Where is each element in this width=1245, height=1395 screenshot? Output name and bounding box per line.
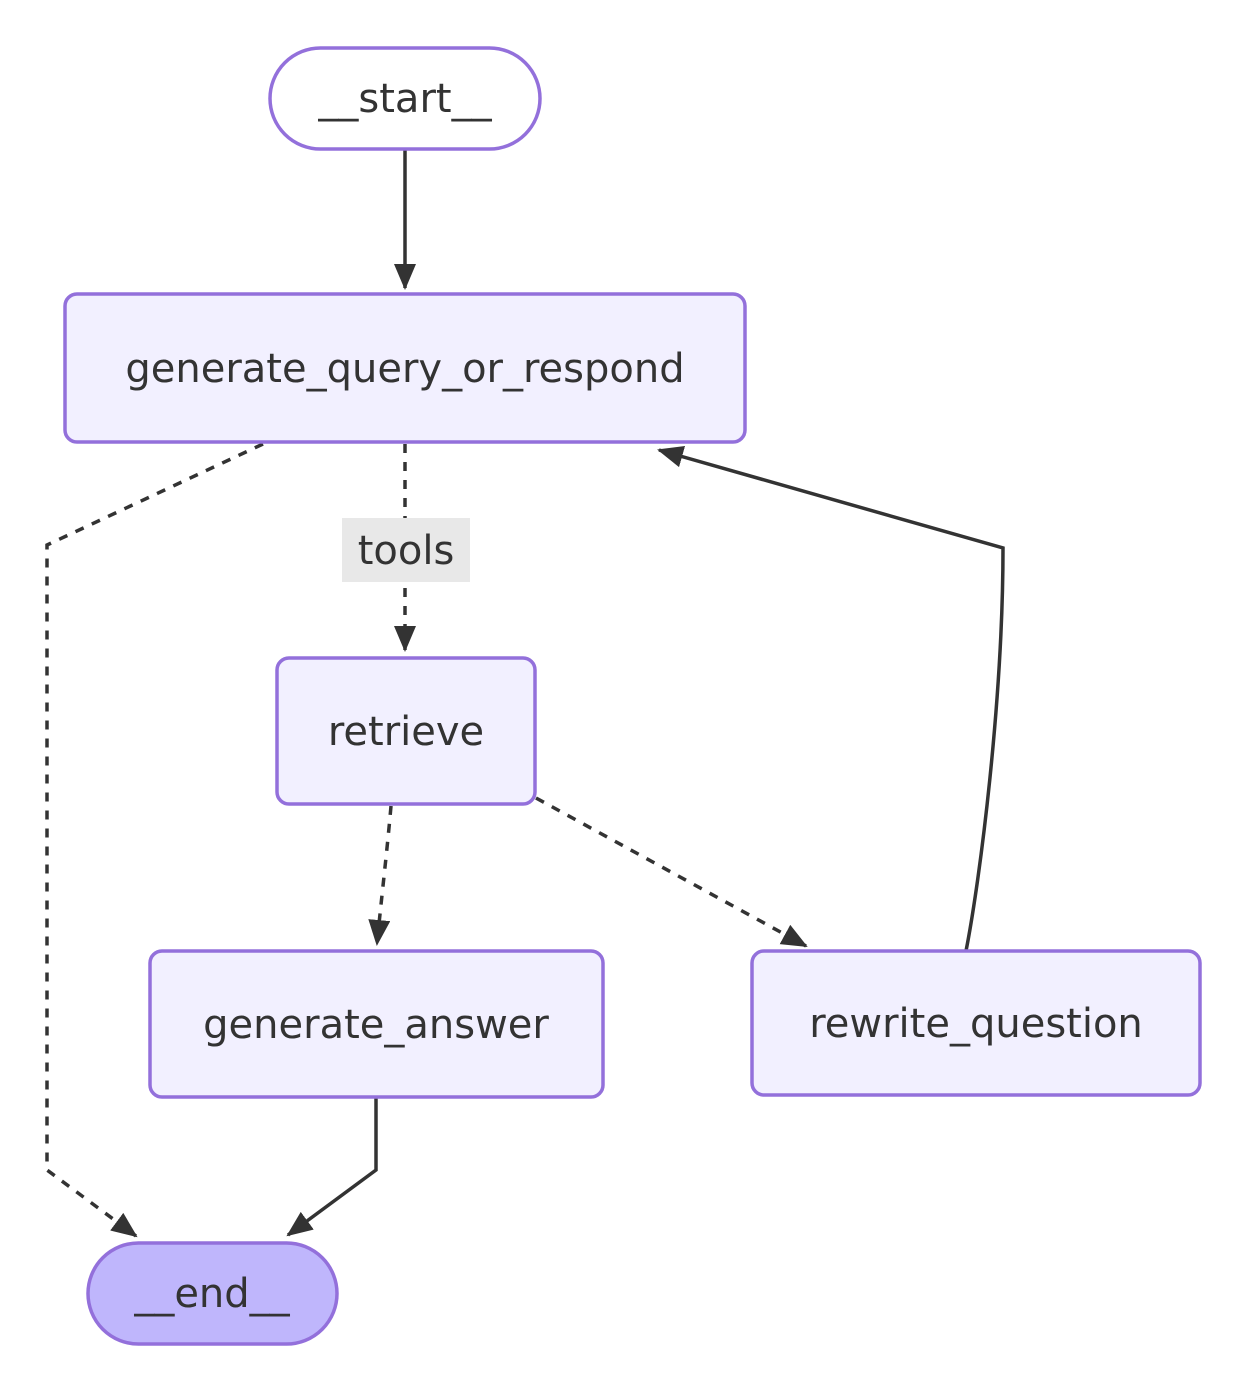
node-start: __start__ <box>268 46 542 151</box>
node-rewrite-question: rewrite_question <box>750 949 1202 1097</box>
node-generate-answer: generate_answer <box>148 949 605 1099</box>
edge-generate-answer-to-end <box>286 1098 378 1237</box>
node-rewrite-question-label: rewrite_question <box>809 1001 1143 1047</box>
edge-retrieve-to-rewrite-question <box>535 796 808 948</box>
edges: tools <box>45 150 1005 1238</box>
edge-retrieve-to-generate-answer <box>368 805 393 946</box>
node-start-label: __start__ <box>317 76 492 122</box>
node-start-shape <box>268 46 542 151</box>
node-generate-query-or-respond: generate_query_or_respond <box>63 292 747 444</box>
node-generate-query-or-respond-label: generate_query_or_respond <box>125 346 684 392</box>
edge-label-tools-text: tools <box>358 528 455 574</box>
node-end-shape <box>86 1241 339 1346</box>
node-rewrite-question-shape <box>750 949 1202 1097</box>
node-retrieve-label: retrieve <box>328 709 484 755</box>
node-end-label: __end__ <box>133 1271 290 1317</box>
node-generate-answer-label: generate_answer <box>203 1002 549 1048</box>
edge-rewrite-question-to-generate-query-or-respond <box>657 445 1005 952</box>
edge-label-tools: tools <box>342 518 470 582</box>
node-retrieve-shape <box>275 656 537 806</box>
edge-label-tools-bg <box>342 518 470 582</box>
node-end: __end__ <box>86 1241 339 1346</box>
node-generate-query-or-respond-shape <box>63 292 747 444</box>
node-retrieve: retrieve <box>275 656 537 806</box>
node-generate-answer-shape <box>148 949 605 1099</box>
edge-generate-query-or-respond-to-end <box>45 442 264 1238</box>
